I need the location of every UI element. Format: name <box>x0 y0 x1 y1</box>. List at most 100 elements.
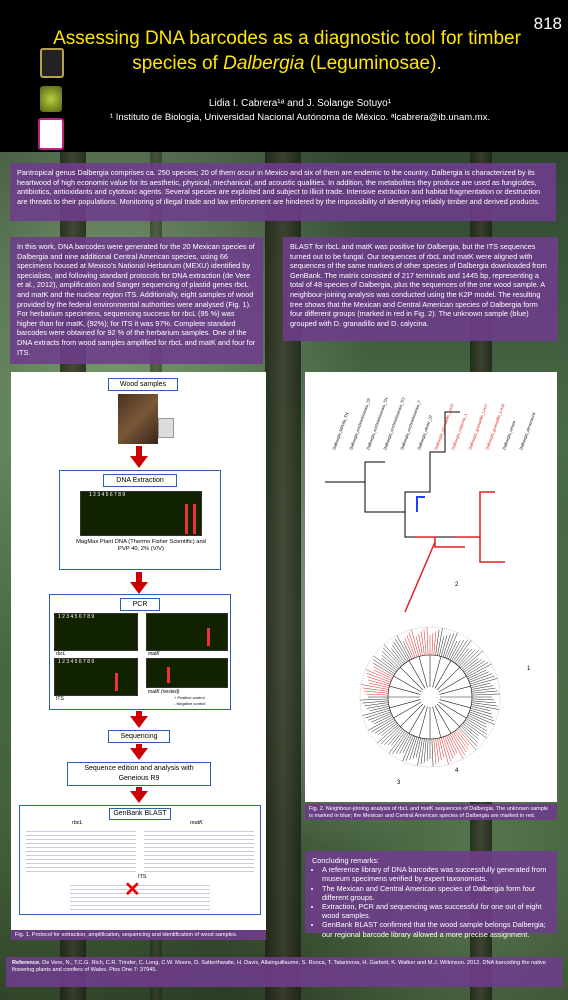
tree-inner-branch <box>439 699 471 709</box>
tree-branch <box>366 672 391 683</box>
tree-branch <box>454 730 468 749</box>
tree-branch <box>381 723 398 736</box>
tree-branch <box>457 728 477 750</box>
tree-inner-branch <box>408 705 426 734</box>
taxon-label: Dalbergia_latifolia_TN <box>331 412 349 451</box>
conclusion-item: GenBank BLAST confirmed that the wood sa… <box>322 920 550 938</box>
tree-inner-branch <box>439 685 471 695</box>
tree-branch <box>365 669 392 681</box>
results-box: BLAST for rbcL and matK was positive for… <box>283 237 558 341</box>
dna-extraction-panel: DNA Extraction 1 2 3 4 5 6 7 8 9 MagMax … <box>59 470 221 570</box>
conclusion-item: The Mexican and Central American species… <box>322 884 550 902</box>
dna-extraction-label: DNA Extraction <box>103 474 177 487</box>
tree-branch <box>362 700 389 704</box>
bwp-logo-icon <box>38 118 64 150</box>
tree-branch <box>460 649 480 669</box>
tree-branch <box>452 731 467 753</box>
tree-branch <box>468 713 495 725</box>
tree-branch <box>368 716 394 731</box>
poster-header: 818 Assessing DNA barcodes as a diagnost… <box>0 0 568 152</box>
tree-branch <box>446 632 458 659</box>
tree-branch <box>396 635 411 661</box>
tree-inner-branch <box>393 675 422 693</box>
tree-branch <box>382 647 402 667</box>
tree-branch <box>467 714 487 725</box>
tree-branch <box>461 650 483 670</box>
tree-branch <box>467 669 487 680</box>
tree-branch <box>462 723 479 736</box>
reference-box: Reference. De Vere, N., T.C.G. Rich, C.R… <box>6 957 562 987</box>
matk-gel <box>146 613 228 651</box>
taxon-label: Dalbergia_oliveri_07 <box>416 414 433 451</box>
tree-branch <box>447 640 458 660</box>
tree-branch <box>433 631 437 656</box>
tree-branch <box>368 711 391 721</box>
tree-branch <box>402 735 414 762</box>
unam-logo-icon <box>40 48 64 78</box>
tree-branch <box>393 641 408 663</box>
tree-branch <box>431 738 434 767</box>
tree-branch <box>470 706 491 712</box>
jardin-logo-icon <box>40 86 62 112</box>
tree-branch <box>452 640 468 663</box>
tree-branch <box>367 676 391 685</box>
fig1-caption: Fig. 1. Protocol for extraction, amplifi… <box>11 930 266 940</box>
circular-tree <box>359 626 501 768</box>
tree-branch <box>446 735 456 756</box>
tree-branch <box>471 693 500 696</box>
tree-branch <box>406 635 416 658</box>
tree-branch <box>470 682 491 688</box>
taxon-label: Dalbergia_stevensonii <box>518 412 536 451</box>
tree-branch <box>411 629 420 657</box>
extraction-gel: 1 2 3 4 5 6 7 8 9 <box>80 491 202 536</box>
tree-branch <box>468 671 489 681</box>
methods-box: In this work, DNA barcodes were generate… <box>10 237 263 364</box>
tree-branch <box>373 669 393 680</box>
tree-branch <box>471 698 494 701</box>
blast-table-matk <box>144 828 254 872</box>
conclusions-list: A reference library of DNA barcodes was … <box>312 865 550 939</box>
group-label-2: 2 <box>455 582 459 588</box>
conclusions-title: Concluding remarks: <box>312 856 379 865</box>
tree-branch <box>408 632 418 658</box>
tree-inner-branch <box>389 685 421 695</box>
tree-branch <box>456 648 469 665</box>
tree-branch <box>426 738 429 761</box>
tree-branch <box>471 700 496 704</box>
tree-branch <box>373 662 395 676</box>
tree-branch <box>442 736 452 762</box>
intro-box: Pantropical genus Dalbergia comprises ca… <box>10 163 556 221</box>
tree-branch <box>381 654 399 670</box>
tree-branch <box>392 645 406 664</box>
tree-branch <box>404 638 414 659</box>
tree-branch <box>387 728 403 746</box>
tree-branch <box>471 690 498 694</box>
tree-branch <box>423 738 427 763</box>
tree-branch <box>371 713 392 723</box>
tree-branch <box>391 729 404 746</box>
tree-branch <box>433 738 437 765</box>
tree-branch <box>373 666 394 678</box>
tree-branch <box>464 660 486 675</box>
its-gel: 1 2 3 4 5 6 7 8 9 <box>54 658 138 696</box>
tree-branch <box>469 673 492 683</box>
tree-branch <box>426 627 429 656</box>
tree-inner-branch <box>436 703 460 727</box>
tree-branch <box>451 640 465 662</box>
conclusion-item: A reference library of DNA barcodes was … <box>322 865 550 883</box>
tree-branch <box>469 709 493 718</box>
conclusions-box: Concluding remarks: A reference library … <box>305 851 557 939</box>
tree-branch <box>461 724 479 740</box>
tree-inner-branch <box>434 660 452 689</box>
tree-branch <box>464 719 487 735</box>
poster-title: Assessing DNA barcodes as a diagnostic t… <box>53 28 521 74</box>
tree-branch <box>415 737 421 758</box>
tree-branch <box>373 655 397 673</box>
tree-branch <box>458 727 478 747</box>
tree-branch <box>444 736 454 759</box>
tree-branch <box>471 702 498 707</box>
tree-branch <box>366 704 389 709</box>
tree-inner-branch <box>400 667 424 691</box>
tree-branch <box>471 704 499 710</box>
tree-branch <box>384 727 402 745</box>
